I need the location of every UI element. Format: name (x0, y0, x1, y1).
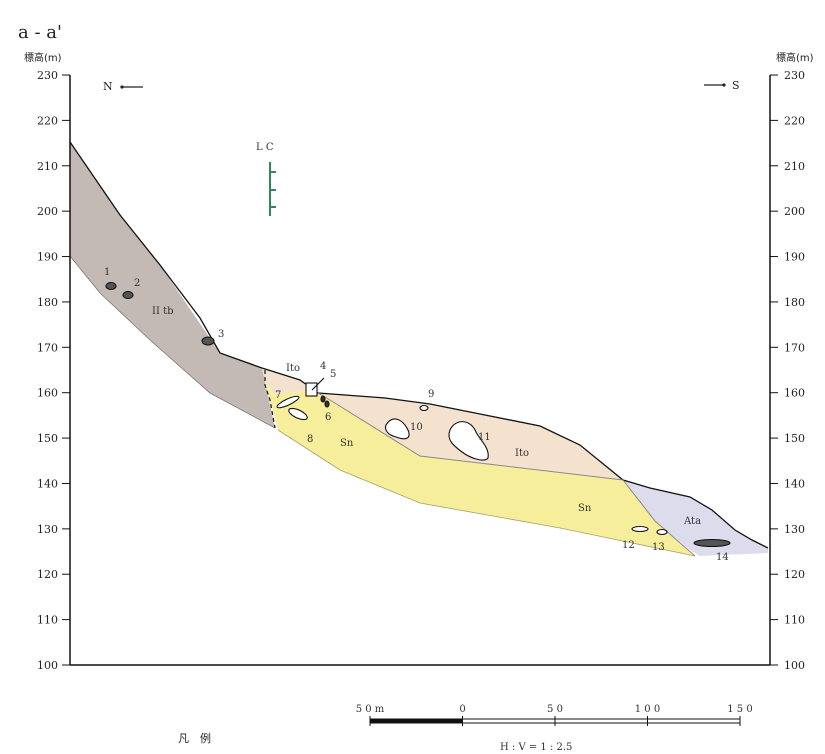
legend-heading: 凡 例 (178, 731, 211, 745)
borehole-marker-icon (269, 162, 276, 216)
lens-3 (201, 336, 215, 346)
contact-line-Sn-Ata (622, 479, 696, 557)
y-tick-label-right: 140 (784, 477, 805, 490)
lens-label-5: 5 (330, 369, 336, 380)
lens-13 (656, 528, 668, 536)
lens-label-4: 4 (320, 361, 326, 372)
unit-label-Ata: Ata (683, 516, 701, 527)
y-tick-label-left: 220 (37, 114, 58, 127)
arrow-left-icon (120, 85, 143, 89)
unit-Ito-upper (262, 368, 310, 395)
lens-10 (384, 418, 410, 440)
y-tick-label-right: 120 (784, 568, 805, 581)
lens-9 (419, 404, 429, 412)
scale-tick-label: 1 0 0 (635, 704, 660, 715)
y-tick-label-left: 170 (37, 341, 58, 354)
lens-14 (693, 538, 731, 548)
lens-label-13: 13 (652, 542, 665, 553)
lens-label-9: 9 (428, 389, 434, 400)
unit-Sn (265, 380, 695, 556)
direction-south-label: S (732, 79, 740, 92)
y-tick-label-right: 150 (784, 432, 805, 445)
lens-7 (276, 395, 300, 409)
scale-bar-segment (370, 719, 463, 723)
y-tick-label-left: 110 (37, 614, 58, 627)
lens-label-14: 14 (716, 552, 729, 563)
lens-label-10: 10 (410, 422, 423, 433)
y-tick-label-right: 100 (784, 659, 805, 672)
y-tick-label-right: 110 (784, 614, 805, 627)
lens-label-2: 2 (134, 278, 140, 289)
borehole-pointer (311, 377, 325, 391)
y-tick-label-right: 180 (784, 296, 805, 309)
y-tick-label-right: 200 (784, 205, 805, 218)
lens-11 (448, 421, 489, 461)
lens-group (105, 281, 731, 548)
y-tick-label-left: 120 (37, 568, 58, 581)
lens-label-11: 11 (478, 432, 491, 443)
scale-ratio: H : V = 1 : 2.5 (500, 742, 572, 753)
scale-tick-label: 5 0 m (356, 704, 385, 715)
unit-label-Ito-upper: Ito (286, 363, 300, 374)
unit-IItb (70, 142, 275, 428)
y-tick-label-left: 100 (37, 659, 58, 672)
y-tick-label-right: 130 (784, 523, 805, 536)
axes-frame (69, 75, 771, 666)
unit-label-IItb: II tb (152, 306, 174, 317)
contact-line-fault (264, 370, 276, 429)
y-tick-label-left: 140 (37, 477, 58, 490)
y-tick-label-left: 210 (37, 160, 58, 173)
lens-6 (324, 400, 330, 408)
lens-label-1: 1 (104, 267, 110, 278)
lens-5 (320, 395, 326, 403)
right-axis-label: 標高(m) (776, 51, 814, 64)
y-tick-label-right: 220 (784, 114, 805, 127)
y-tick-label-right: 170 (784, 341, 805, 354)
arrow-right-icon (704, 83, 726, 87)
scale-tick-label: 5 0 (547, 704, 563, 715)
lens-4 (305, 382, 318, 397)
y-tick-label-left: 190 (37, 251, 58, 264)
contact-line-Sn-base (277, 429, 696, 557)
y-tick-label-right: 230 (784, 69, 805, 82)
scale-bar: 5 0 m 0 5 0 1 0 0 1 5 0 (356, 704, 753, 726)
left-axis-label: 標高(m) (24, 51, 62, 64)
lens-label-3: 3 (218, 329, 224, 340)
lens-1 (105, 281, 117, 291)
section-title: a - a' (18, 22, 62, 43)
y-tick-label-right: 190 (784, 251, 805, 264)
y-tick-label-left: 230 (37, 69, 58, 82)
y-tick-label-right: 210 (784, 160, 805, 173)
y-tick-label-left: 130 (37, 523, 58, 536)
scale-tick-label: 0 (459, 704, 465, 715)
y-tick-label-left: 200 (37, 205, 58, 218)
lens-label-8: 8 (307, 434, 313, 445)
lens-8 (288, 407, 308, 421)
unit-label-Sn-upper: Sn (340, 438, 354, 449)
ground-surface-line (69, 141, 769, 549)
direction-north-label: N (103, 80, 113, 93)
marker-label: L C (256, 142, 274, 153)
lens-2 (122, 290, 134, 300)
y-tick-label-left: 180 (37, 296, 58, 309)
unit-label-Ito: Ito (515, 448, 529, 459)
y-tick-label-left: 150 (37, 432, 58, 445)
lens-label-7: 7 (275, 390, 281, 401)
unit-Ata (623, 480, 768, 556)
contact-line-IItb-base (69, 255, 276, 429)
scale-tick-label: 1 5 0 (727, 704, 752, 715)
lens-12 (631, 525, 649, 533)
y-tick-label-left: 160 (37, 387, 58, 400)
lens-label-6: 6 (325, 412, 331, 423)
y-tick-label-right: 160 (784, 387, 805, 400)
unit-label-Sn: Sn (578, 503, 592, 514)
lens-label-12: 12 (622, 540, 635, 551)
